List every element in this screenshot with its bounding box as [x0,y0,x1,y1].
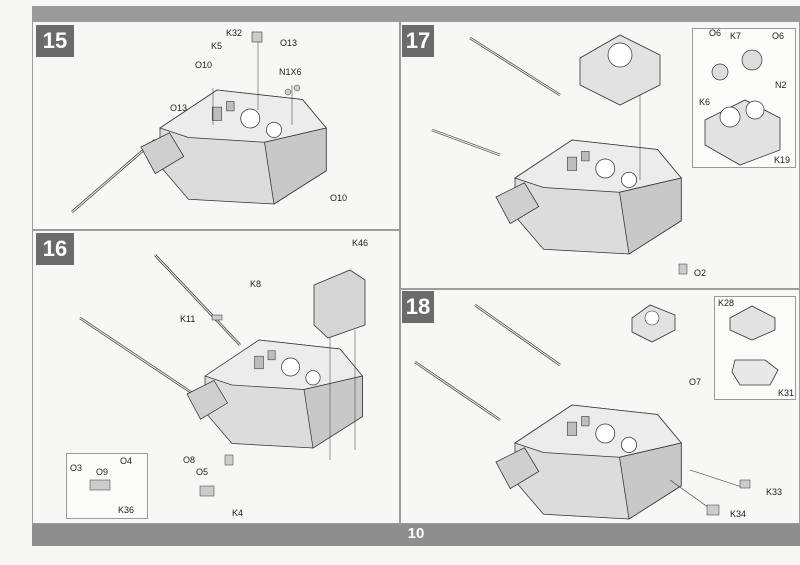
step-17-number: 17 [402,25,434,57]
label-o6-right: O6 [772,31,785,41]
step-16-number: 16 [36,233,74,265]
step-15-panel [32,21,400,230]
label-o9: O9 [96,467,109,477]
step-18-number: 18 [402,291,434,323]
label-k46: K46 [352,238,369,248]
label-k34: K34 [730,509,747,519]
step-17-turret-drawing [431,34,781,275]
label-k11: K11 [180,314,196,324]
label-o4: O4 [120,456,133,466]
label-o10-right: O10 [330,193,348,203]
label-k7: K7 [730,31,742,41]
footer-bar: 10 [32,524,800,546]
label-o10-left: O10 [195,60,213,70]
step-16-turret-drawing [79,254,366,497]
label-k4: K4 [232,508,244,518]
label-o7: O7 [689,377,702,387]
header-bar [32,6,800,21]
label-k8: K8 [250,279,262,289]
label-o2: O2 [694,268,707,278]
step-18-turret-drawing [414,303,779,520]
label-k28: K28 [718,298,735,308]
step-15-turret-drawing [71,31,327,213]
step-16-panel [32,230,400,524]
label-o8: O8 [183,455,196,465]
label-k5: K5 [211,41,223,51]
label-n1x6: N1X6 [279,67,302,77]
label-k33: K33 [766,487,783,497]
label-k36: K36 [118,505,135,515]
step-15-number: 15 [36,25,74,57]
label-k19: K19 [774,155,791,165]
label-o13-left: O13 [170,103,188,113]
label-n2: N2 [775,80,787,90]
page-number: 10 [407,525,425,542]
label-k6: K6 [699,97,711,107]
label-k31: K31 [778,388,795,398]
label-k32: K32 [226,28,243,38]
label-o5: O5 [196,467,209,477]
label-o3: O3 [70,463,83,473]
label-o13-top: O13 [280,38,298,48]
label-o6-left: O6 [709,28,722,38]
